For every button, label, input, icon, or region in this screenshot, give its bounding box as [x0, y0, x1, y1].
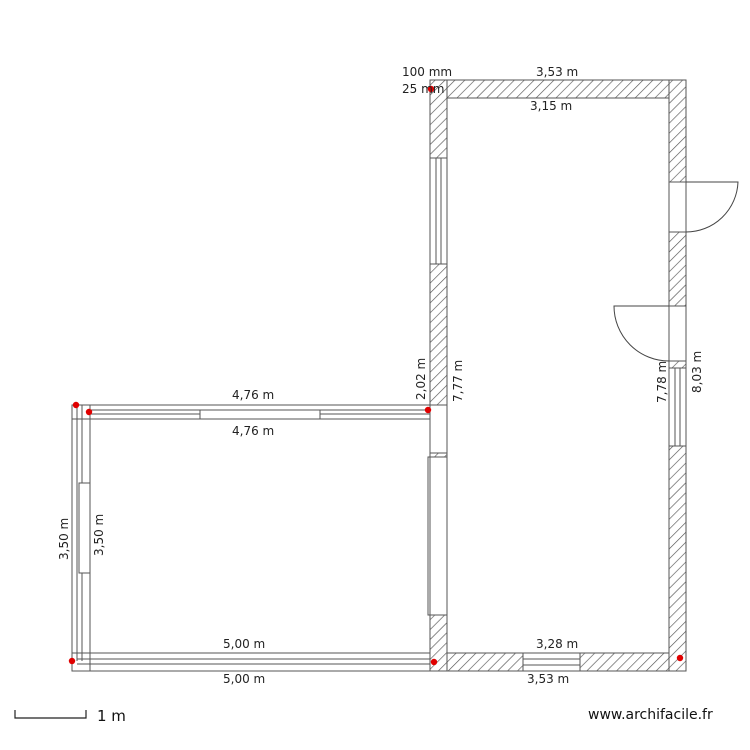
door-swing-inner	[613, 305, 670, 362]
marker-bottom-joint	[430, 658, 438, 666]
label-annex-top-outer: 4,76 m	[232, 388, 274, 402]
window-right	[668, 367, 687, 447]
label-wall-thickness-small: 25 mm	[402, 82, 444, 96]
label-top-outer: 3,53 m	[536, 65, 578, 79]
marker-annex-top-left	[72, 401, 80, 409]
scale-bar: 1 m	[14, 707, 126, 725]
passage-to-annex	[429, 404, 448, 454]
label-annex-left-inner: 3,50 m	[92, 514, 106, 556]
window-bottom	[522, 652, 581, 672]
door-right-upper	[668, 181, 687, 233]
annex-interior	[89, 418, 431, 654]
annex-room	[71, 404, 431, 672]
main-room-interior	[446, 97, 670, 654]
marker-annex-joint	[424, 406, 432, 414]
label-bottom-outer: 3,53 m	[527, 672, 569, 686]
label-top-inner: 3,15 m	[530, 99, 572, 113]
label-annex-left-outer: 3,50 m	[57, 518, 71, 560]
marker-top-left-main	[427, 85, 435, 93]
marker-annex-top-inner	[85, 408, 93, 416]
label-right-outer-vertical: 8,03 m	[690, 351, 704, 393]
window-left-lower	[427, 456, 448, 616]
watermark: www.archifacile.fr	[588, 707, 713, 723]
label-annex-bottom-inner: 5,00 m	[223, 637, 265, 651]
main-room-walls	[429, 79, 687, 672]
corner-markers	[68, 85, 684, 666]
label-wall-thickness: 100 mm	[402, 65, 452, 79]
annex-wall-bottom	[71, 652, 431, 672]
marker-bottom-right	[676, 654, 684, 662]
scale-label: 1 m	[97, 707, 126, 725]
label-annex-bottom-outer: 5,00 m	[223, 672, 265, 686]
door-swing-outer	[685, 181, 739, 233]
door-right-lower	[668, 305, 687, 362]
label-left-partial-vertical: 2,02 m	[414, 358, 428, 400]
main-wall-top	[429, 79, 687, 99]
label-right-inner-vertical: 7,78 m	[655, 361, 669, 403]
label-left-inner-vertical: 7,77 m	[451, 360, 465, 402]
label-bottom-inner: 3,28 m	[536, 637, 578, 651]
label-annex-top-inner: 4,76 m	[232, 424, 274, 438]
annex-window-top	[199, 409, 321, 420]
window-left-upper	[429, 157, 448, 265]
annex-window-left	[78, 482, 91, 574]
dimension-labels: 100 mm 25 mm 3,53 m 3,15 m 7,77 m 2,02 m…	[57, 65, 704, 686]
main-room-openings	[427, 157, 739, 672]
marker-annex-bottom-left	[68, 657, 76, 665]
